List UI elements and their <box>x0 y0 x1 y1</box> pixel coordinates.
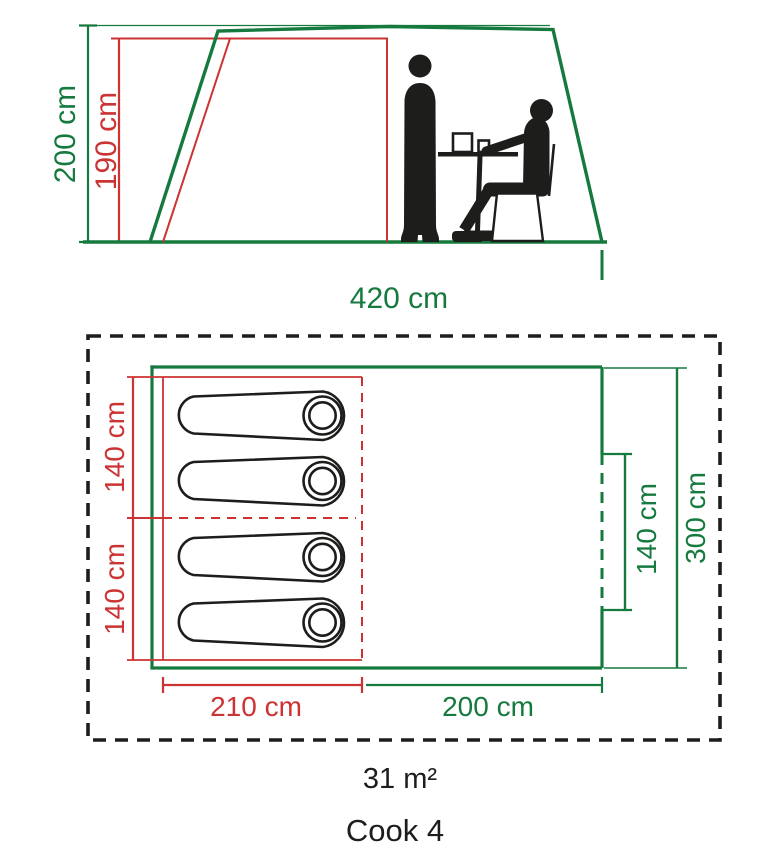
groundsheet-dashed-border <box>86 334 722 742</box>
seated-person-head <box>530 99 553 122</box>
inner-height-label: 190 cm <box>90 92 123 190</box>
tent-outline <box>148 24 604 243</box>
sleeping-bag-outline <box>177 455 346 507</box>
sleeping-bag-hood-inner <box>308 401 338 430</box>
table-pedestal <box>475 155 483 232</box>
sleeping-bag-hood-outer <box>302 395 343 436</box>
bed-depth-label-top: 140 cm <box>99 401 130 493</box>
total-depth-label: 300 cm <box>680 472 711 564</box>
sleeping-bag-hood-outer <box>302 460 343 502</box>
model-name: Cook 4 <box>346 813 444 848</box>
door-width-label: 140 cm <box>631 483 662 575</box>
standing-person-head <box>408 54 432 78</box>
sleeping-bag-hood-inner <box>308 608 338 637</box>
seated-person-torso <box>523 117 550 192</box>
table-top <box>438 152 518 157</box>
sleeping-bags <box>177 390 346 649</box>
side-view: 200 cm 190 cm <box>49 24 607 315</box>
seated-person-arm <box>481 130 539 156</box>
chair-seat <box>490 192 545 243</box>
inner-tent-profile <box>162 37 388 243</box>
sleeping-bag-outline <box>177 531 346 583</box>
bedroom-width-dimension: 210 cm <box>161 677 364 722</box>
sleeping-bag <box>177 390 346 442</box>
outer-height-label: 200 cm <box>49 85 82 183</box>
area-label: 31 m² <box>363 763 437 795</box>
seated-person-lower-leg <box>459 185 495 233</box>
total-width-label: 420 cm <box>350 282 448 315</box>
standing-person-body <box>401 83 439 242</box>
door-width-dimension: 140 cm <box>602 452 662 612</box>
seated-person <box>452 99 556 243</box>
inner-bedroom-outline <box>111 37 388 243</box>
seated-person-foot <box>452 231 484 242</box>
sleeping-bag <box>177 597 346 649</box>
standing-person <box>401 54 439 242</box>
floor-plan: 140 cm 140 cm 210 cm 200 cm 140 cm <box>86 334 722 742</box>
outer-height-dimension: 200 cm <box>49 24 550 244</box>
living-width-dimension: 200 cm <box>366 677 604 722</box>
total-depth-dimension: 300 cm <box>604 367 711 669</box>
sleeping-bag-outline <box>177 390 346 442</box>
sleeping-bag <box>177 531 346 583</box>
carton-on-table <box>451 132 474 154</box>
bedroom-width-label: 210 cm <box>210 691 302 722</box>
inner-height-dimension: 190 cm <box>90 39 127 244</box>
sleeping-bag-hood-outer <box>302 536 343 578</box>
bed-depth-label-bottom: 140 cm <box>99 543 130 635</box>
bed-depth-dimensions: 140 cm 140 cm <box>99 377 135 660</box>
living-width-label: 200 cm <box>442 691 534 722</box>
footer: 31 m² Cook 4 <box>346 763 444 848</box>
sleeping-bag-hood-inner <box>308 542 338 572</box>
sleeping-area-outline <box>127 376 363 661</box>
sleeping-bag-hood-inner <box>308 466 338 496</box>
room-outline <box>150 365 604 670</box>
sleeping-bag <box>177 455 346 507</box>
sleeping-bag-outline <box>177 597 346 649</box>
sleeping-bag-hood-outer <box>302 602 343 643</box>
chair-backrest <box>547 143 556 197</box>
